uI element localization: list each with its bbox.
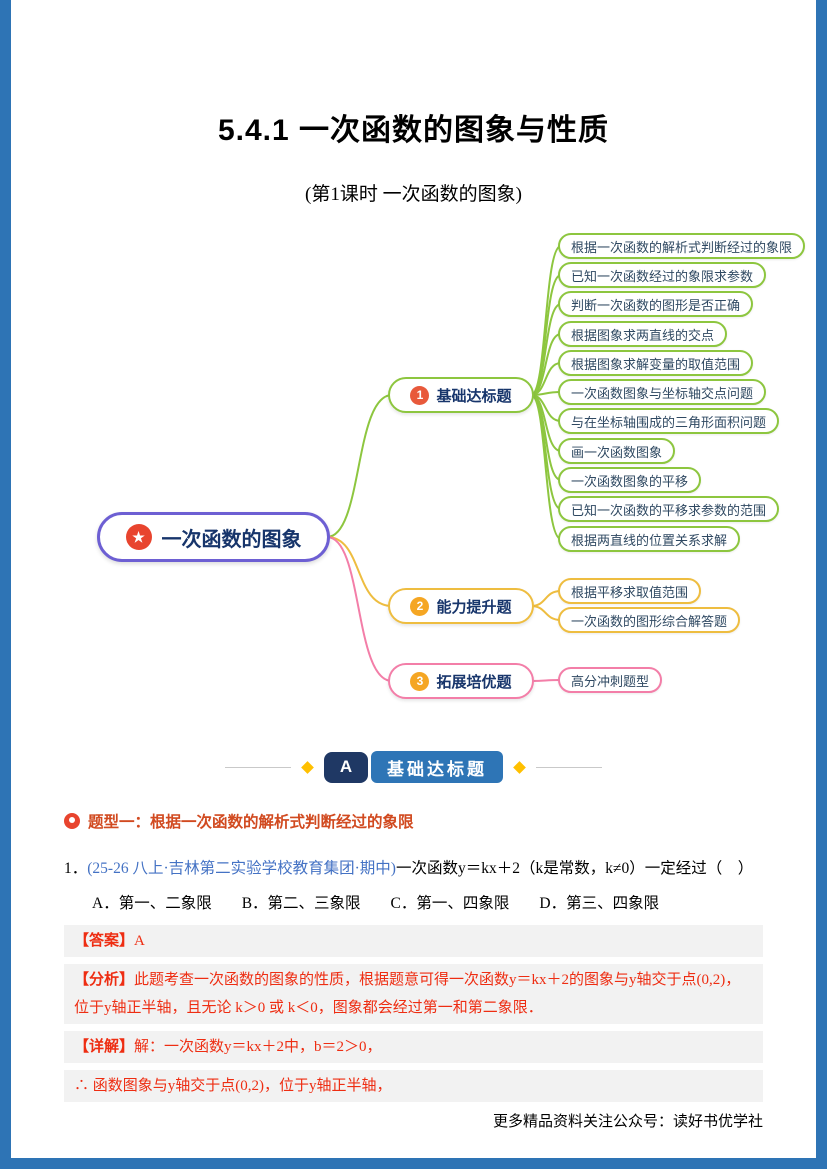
branch-label: 拓展培优题	[436, 673, 512, 691]
mindmap-leaf: 判断一次函数的图形是否正确	[558, 291, 754, 317]
mindmap-leaf: 已知一次函数经过的象限求参数	[558, 262, 767, 288]
answer-label: 【答案】	[74, 933, 135, 949]
banner-badges: A 基础达标题	[324, 751, 503, 783]
topic-header: 题型一：根据一次函数的解析式判断经过的象限	[64, 810, 763, 832]
section-title-badge: 基础达标题	[371, 751, 503, 783]
connector-line	[326, 394, 393, 538]
footer-note: 更多精品资料关注公众号：读好书优学社	[492, 1114, 763, 1130]
branch-label: 基础达标题	[436, 387, 512, 405]
connector-line	[530, 605, 562, 621]
mindmap-branch-1: 1 基础达标题	[388, 377, 534, 413]
detail-row: 【详解】解：一次函数y＝kx＋2中，b＝2＞0，	[64, 1031, 763, 1063]
page-border-right	[816, 0, 827, 1169]
mindmap-leaf: 根据图象求解变量的取值范围	[558, 350, 754, 376]
connector-line	[326, 536, 393, 682]
branch-label: 能力提升题	[436, 598, 512, 616]
star-icon: ★	[125, 524, 152, 550]
mindmap-root-label: 一次函数的图象	[161, 528, 302, 551]
mindmap-root-node: ★ 一次函数的图象	[97, 512, 330, 562]
page-subtitle: (第1课时 一次函数的图象)	[305, 184, 522, 205]
mindmap-connectors	[326, 245, 562, 682]
question-number: 1．	[64, 860, 88, 877]
conclusion-row: ∴ 函数图象与y轴交于点(0,2)，位于y轴正半轴，	[64, 1070, 763, 1102]
mindmap-branch-3: 3 拓展培优题	[388, 663, 534, 699]
detail-text: 解：一次函数y＝kx＋2中，b＝2＞0，	[134, 1039, 382, 1055]
page-border-bottom	[0, 1158, 827, 1169]
options-row: A．第一、二象限 B．第二、三象限 C．第一、四象限 D．第三、四象限	[64, 891, 763, 913]
analysis-text: 此题考查一次函数的图象的性质，根据题意可得一次函数y＝kx＋2的图象与y轴交于点…	[74, 972, 741, 1016]
section-banner: A 基础达标题	[64, 750, 763, 784]
analysis-label: 【分析】	[74, 972, 135, 988]
branch-number-badge: 3	[410, 671, 430, 691]
section-letter-badge: A	[324, 751, 368, 783]
option-c: C．第一、四象限	[390, 895, 510, 912]
mindmap-leaf: 一次函数的图形综合解答题	[558, 607, 741, 633]
mindmap-leaf: 与在坐标轴围成的三角形面积问题	[558, 408, 780, 434]
detail-label: 【详解】	[74, 1039, 135, 1055]
option-b: B．第二、三象限	[241, 895, 361, 912]
mindmap-leaf: 根据图象求两直线的交点	[558, 321, 728, 347]
connector-line	[326, 536, 393, 607]
mindmap-leaf: 根据平移求取值范围	[558, 578, 702, 604]
branch-number-badge: 1	[410, 385, 430, 405]
topic-bullet-icon	[64, 813, 80, 829]
banner-line-right	[536, 766, 602, 768]
answer-value: A	[134, 933, 145, 949]
option-a: A．第一、二象限	[92, 895, 212, 912]
mindmap-leaf: 根据两直线的位置关系求解	[558, 526, 741, 552]
question-1: 1．(25-26 八上·吉林第二实验学校教育集团·期中)一次函数y＝kx＋2（k…	[64, 858, 763, 880]
mindmap-branch-2: 2 能力提升题	[388, 588, 534, 624]
option-d: D．第三、四象限	[539, 895, 660, 912]
connector-line	[530, 394, 562, 540]
analysis-row: 【分析】此题考查一次函数的图象的性质，根据题意可得一次函数y＝kx＋2的图象与y…	[64, 964, 763, 1024]
page-border-left	[0, 0, 11, 1169]
connector-line	[530, 679, 562, 682]
diamond-icon-right	[513, 760, 526, 774]
mindmap-leaf: 已知一次函数的平移求参数的范围	[558, 496, 780, 522]
topic-label: 题型一：根据一次函数的解析式判断经过的象限	[88, 814, 414, 831]
document-body: A 基础达标题 题型一：根据一次函数的解析式判断经过的象限 1．(25-26 八…	[64, 206, 763, 1131]
answer-section: 【答案】A 【分析】此题考查一次函数的图象的性质，根据题意可得一次函数y＝kx＋…	[64, 925, 763, 1102]
mindmap-diagram: ★ 一次函数的图象 1 基础达标题 根据一次函数的解析式判断经过的象限已知一次函数经…	[97, 233, 806, 699]
conclusion-text: ∴ 函数图象与y轴交于点(0,2)，位于y轴正半轴，	[74, 1078, 392, 1094]
banner-line-left	[225, 766, 291, 768]
diamond-icon-left	[301, 760, 314, 774]
page-title: 5.4.1 一次函数的图象与性质	[217, 114, 610, 147]
mindmap-leaf: 一次函数图象与坐标轴交点问题	[558, 379, 767, 405]
question-stem: 一次函数y＝kx＋2（k是常数，k≠0）一定经过（ ）	[395, 860, 754, 877]
mindmap-leaf: 根据一次函数的解析式判断经过的象限	[558, 233, 806, 259]
mindmap-leaf: 高分冲刺题型	[558, 667, 663, 693]
mindmap-leaf: 一次函数图象的平移	[558, 467, 702, 493]
branch-number-badge: 2	[410, 596, 430, 616]
mindmap-spacer	[64, 206, 763, 750]
answer-row: 【答案】A	[64, 925, 763, 957]
question-source: (25-26 八上·吉林第二实验学校教育集团·期中)	[87, 860, 396, 877]
mindmap-leaf: 画一次函数图象	[558, 438, 676, 464]
